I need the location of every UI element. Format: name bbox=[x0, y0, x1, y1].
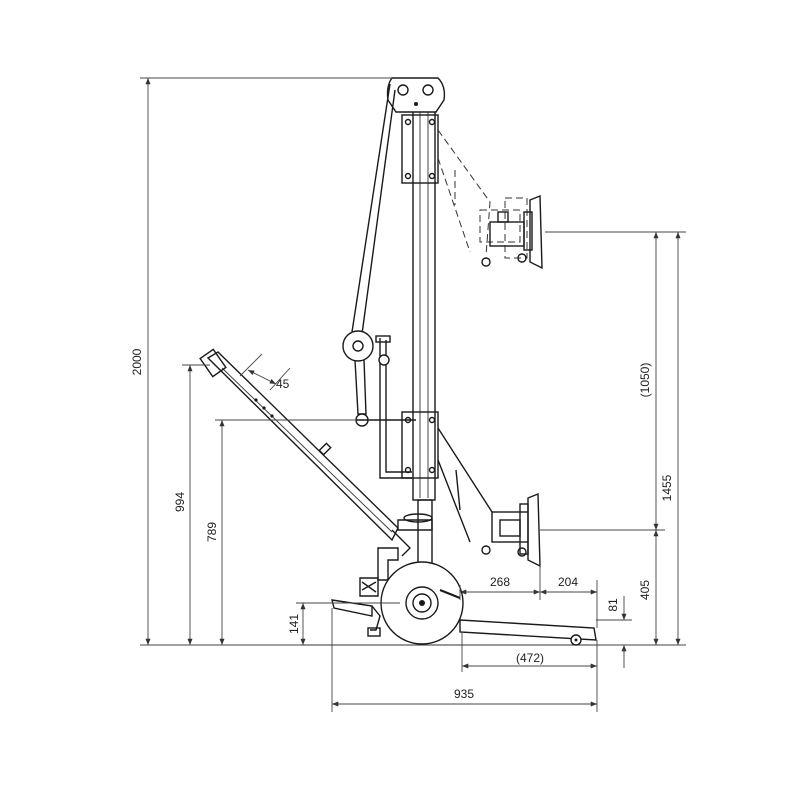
lifter-machine bbox=[199, 77, 600, 646]
handle bbox=[199, 348, 411, 557]
dim-1050: (1050) bbox=[638, 363, 652, 398]
main-wheel bbox=[380, 561, 464, 645]
dim-1455: 1455 bbox=[660, 474, 674, 501]
dim-472: (472) bbox=[516, 651, 544, 665]
dim-935: 935 bbox=[454, 687, 474, 701]
dim-405: 405 bbox=[638, 580, 652, 600]
dim-268: 268 bbox=[490, 575, 510, 589]
dim-45: 45 bbox=[276, 377, 290, 391]
dim-789: 789 bbox=[205, 522, 219, 542]
rear-leg bbox=[459, 619, 597, 646]
dim-141: 141 bbox=[287, 614, 301, 634]
dimension-lines bbox=[140, 77, 686, 712]
dim-81: 81 bbox=[606, 598, 620, 612]
base-frame bbox=[359, 513, 433, 597]
cable bbox=[351, 83, 391, 333]
dim-994: 994 bbox=[173, 492, 187, 512]
carriage-upper bbox=[401, 114, 543, 270]
winch bbox=[342, 330, 416, 427]
foot-pedal bbox=[331, 599, 381, 637]
mast-head bbox=[386, 77, 446, 113]
carriage-lower bbox=[401, 411, 541, 568]
dim-2000: 2000 bbox=[130, 348, 144, 375]
dimension-labels: 2000 994 789 45 141 935 (472) 268 204 81… bbox=[130, 348, 674, 701]
dim-204: 204 bbox=[558, 575, 578, 589]
